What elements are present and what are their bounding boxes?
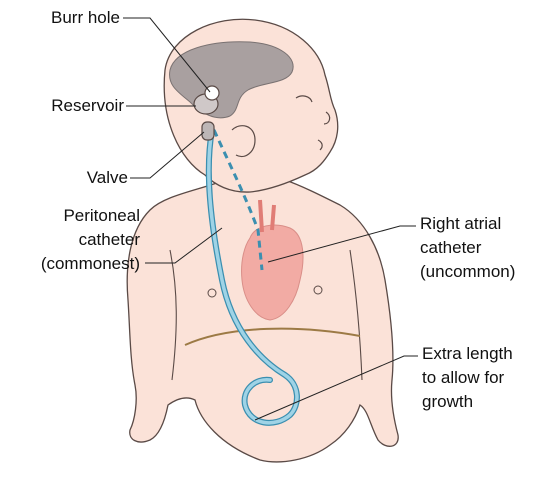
valve xyxy=(202,122,214,140)
label-right-atrial-3: (uncommon) xyxy=(420,262,515,282)
label-peritoneal-2: catheter xyxy=(0,230,140,250)
label-extra-length-1: Extra length xyxy=(422,344,513,364)
label-right-atrial-2: catheter xyxy=(420,238,481,258)
label-extra-length-2: to allow for xyxy=(422,368,504,388)
label-right-atrial-1: Right atrial xyxy=(420,214,501,234)
label-peritoneal-1: Peritoneal xyxy=(0,206,140,226)
label-peritoneal-3: (commonest) xyxy=(0,254,140,274)
label-extra-length-3: growth xyxy=(422,392,473,412)
label-valve: Valve xyxy=(60,168,128,188)
label-burr-hole: Burr hole xyxy=(28,8,120,28)
label-reservoir: Reservoir xyxy=(28,96,124,116)
